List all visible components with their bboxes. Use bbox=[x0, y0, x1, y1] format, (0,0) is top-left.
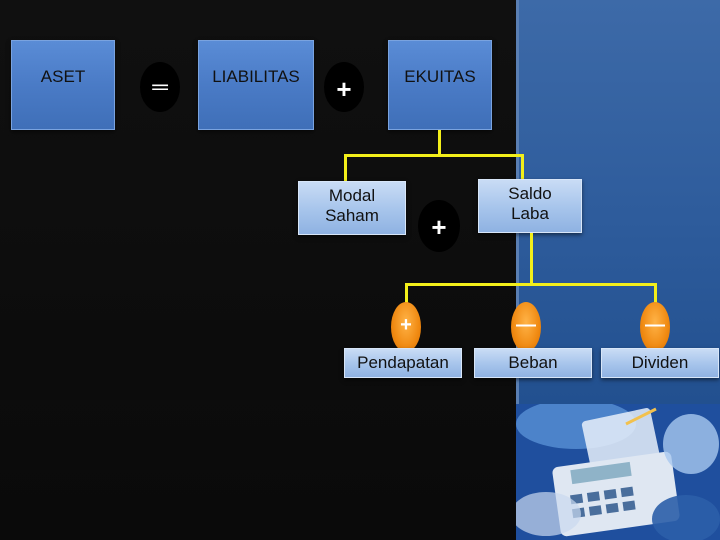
pendapatan-box: Pendapatan bbox=[344, 348, 462, 378]
aset-box: ASET bbox=[11, 40, 115, 130]
pendapatan-label: Pendapatan bbox=[357, 353, 449, 372]
modal-saham-label-line2: Saham bbox=[325, 206, 379, 225]
dividen-label: Dividen bbox=[631, 353, 689, 372]
connector-saldo-drop bbox=[521, 154, 524, 179]
ekuitas-label: EKUITAS bbox=[404, 67, 476, 86]
dividen-box: Dividen bbox=[601, 348, 719, 378]
saldo-laba-box: Saldo Laba bbox=[478, 179, 582, 233]
saldo-laba-label-line1: Saldo bbox=[508, 184, 552, 203]
liabilitas-label: LIABILITAS bbox=[212, 67, 300, 86]
connector-dividen-drop bbox=[654, 283, 657, 303]
modal-saham-label-line1: Modal bbox=[328, 186, 376, 205]
plus-operator-1: + bbox=[324, 62, 364, 112]
minus-operator-beban: — bbox=[511, 302, 541, 352]
connector-ekuitas-bar bbox=[344, 154, 524, 157]
liabilitas-box: LIABILITAS bbox=[198, 40, 314, 130]
beban-label: Beban bbox=[508, 353, 558, 372]
modal-saham-box: Modal Saham bbox=[298, 181, 406, 235]
connector-ekuitas-stem bbox=[438, 130, 441, 155]
minus-operator-dividen: — bbox=[640, 302, 670, 352]
plus-operator-2: + bbox=[418, 200, 460, 252]
equals-operator: ═ bbox=[140, 62, 180, 112]
beban-box: Beban bbox=[474, 348, 592, 378]
plus-operator-pendapatan: + bbox=[391, 302, 421, 352]
saldo-laba-label-line2: Laba bbox=[511, 204, 549, 223]
calculator-photo bbox=[516, 404, 720, 540]
aset-label: ASET bbox=[40, 67, 86, 86]
connector-modal-drop bbox=[344, 154, 347, 181]
ekuitas-box: EKUITAS bbox=[388, 40, 492, 130]
connector-saldo-bar bbox=[405, 283, 657, 286]
connector-pendapatan-drop bbox=[405, 283, 408, 303]
connector-saldo-stem bbox=[530, 233, 533, 284]
calculator-illustration bbox=[516, 404, 720, 540]
